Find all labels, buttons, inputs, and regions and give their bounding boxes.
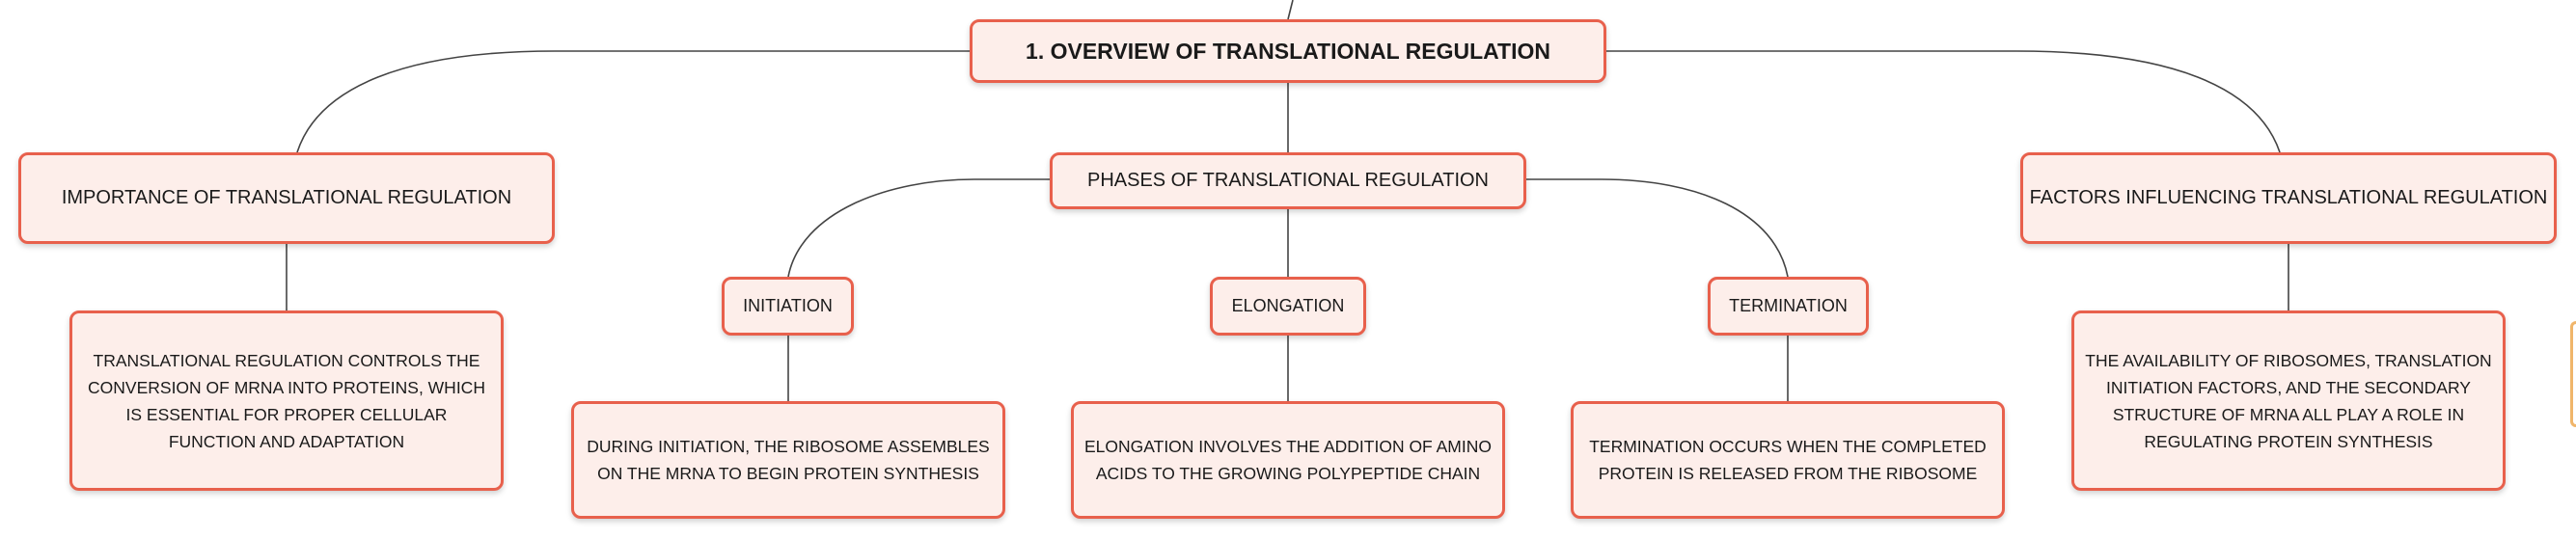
phases-topic-label: PHASES OF TRANSLATIONAL REGULATION xyxy=(1086,170,1489,191)
importance-description-node[interactable]: TRANSLATIONAL REGULATION CONTROLS THE CO… xyxy=(69,310,504,491)
connector-phases-termination xyxy=(1526,178,1789,278)
elongation-topic-node[interactable]: ELONGATION xyxy=(1210,277,1366,336)
importance-topic-label: IMPORTANCE OF TRANSLATIONAL REGULATION xyxy=(61,187,512,208)
importance-topic-node[interactable]: IMPORTANCE OF TRANSLATIONAL REGULATION xyxy=(18,152,555,244)
initiation-description-text: DURING INITIATION, THE RIBOSOME ASSEMBLE… xyxy=(587,437,990,483)
connector-root-parent xyxy=(1287,0,1294,20)
factors-topic-label: FACTORS INFLUENCING TRANSLATIONAL REGULA… xyxy=(2029,187,2548,208)
elongation-topic-label: ELONGATION xyxy=(1231,296,1345,315)
initiation-topic-node[interactable]: INITIATION xyxy=(722,277,854,336)
phases-topic-node[interactable]: PHASES OF TRANSLATIONAL REGULATION xyxy=(1050,152,1526,209)
offscreen-node-edge xyxy=(2570,321,2576,427)
factors-description-node[interactable]: THE AVAILABILITY OF RIBOSOMES, TRANSLATI… xyxy=(2071,310,2506,491)
root-topic-node[interactable]: 1. OVERVIEW OF TRANSLATIONAL REGULATION xyxy=(970,19,1606,83)
termination-topic-node[interactable]: TERMINATION xyxy=(1708,277,1869,336)
termination-description-node[interactable]: TERMINATION OCCURS WHEN THE COMPLETED PR… xyxy=(1571,401,2005,519)
importance-description-text: TRANSLATIONAL REGULATION CONTROLS THE CO… xyxy=(88,350,485,451)
connector-phases-initiation xyxy=(787,178,1050,278)
initiation-topic-label: INITIATION xyxy=(743,296,833,315)
connector-root-importance xyxy=(296,50,970,153)
factors-description-text: THE AVAILABILITY OF RIBOSOMES, TRANSLATI… xyxy=(2085,350,2492,451)
root-topic-label: 1. OVERVIEW OF TRANSLATIONAL REGULATION xyxy=(1026,38,1550,64)
termination-topic-label: TERMINATION xyxy=(1729,296,1848,315)
elongation-description-text: ELONGATION INVOLVES THE ADDITION OF AMIN… xyxy=(1083,437,1493,483)
connector-root-factors xyxy=(1606,50,2281,153)
factors-topic-node[interactable]: FACTORS INFLUENCING TRANSLATIONAL REGULA… xyxy=(2020,152,2557,244)
elongation-description-node[interactable]: ELONGATION INVOLVES THE ADDITION OF AMIN… xyxy=(1071,401,1505,519)
initiation-description-node[interactable]: DURING INITIATION, THE RIBOSOME ASSEMBLE… xyxy=(571,401,1005,519)
termination-description-text: TERMINATION OCCURS WHEN THE COMPLETED PR… xyxy=(1589,437,1987,483)
